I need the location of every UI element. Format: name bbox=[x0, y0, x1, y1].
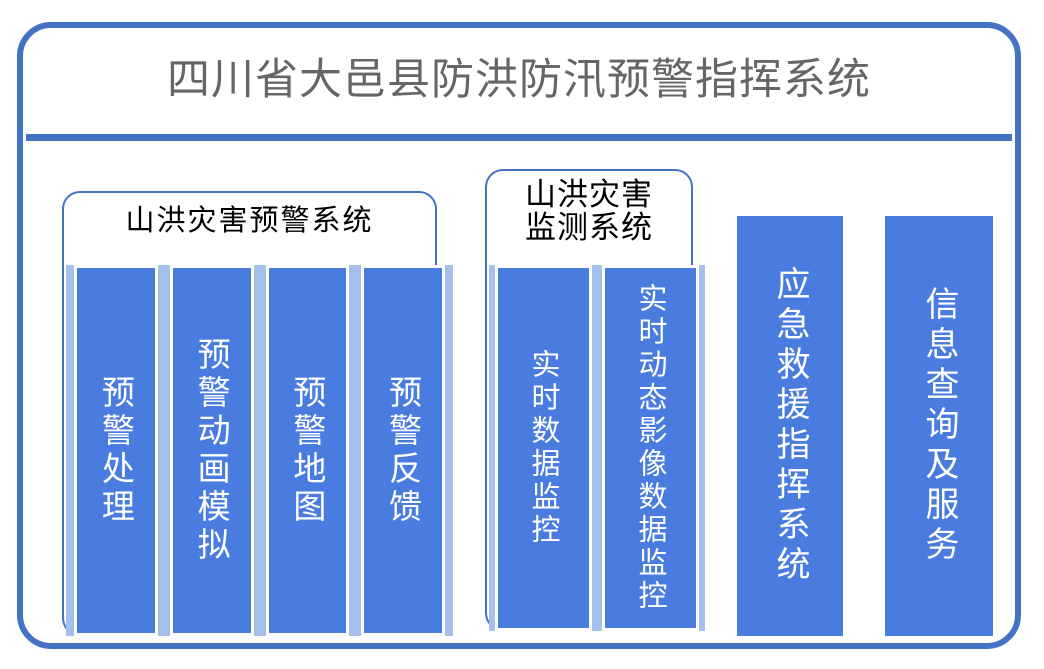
module-label: 预警动画模拟 bbox=[192, 336, 232, 565]
module-warning-feedback[interactable]: 预警反馈 bbox=[361, 265, 445, 636]
panel-monitoring-system[interactable]: 山洪灾害 监测系统 实时数据监控 实时动态影像数据监控 bbox=[485, 169, 705, 631]
module-realtime-data-monitoring[interactable]: 实时数据监控 bbox=[495, 265, 592, 631]
panel-monitoring-system-title-line1: 山洪灾害 bbox=[525, 177, 653, 213]
panel-monitoring-system-title: 山洪灾害 监测系统 bbox=[487, 177, 691, 247]
page-title: 四川省大邑县防洪防汛预警指挥系统 bbox=[167, 54, 871, 105]
module-label: 实时数据监控 bbox=[527, 349, 561, 547]
panel-warning-system[interactable]: 山洪灾害预警系统 预警处理 预警动画模拟 预警地图 预警反馈 bbox=[62, 191, 453, 636]
module-label: 预警处理 bbox=[96, 374, 136, 527]
module-warning-processing[interactable]: 预警处理 bbox=[74, 265, 158, 636]
module-label: 预警反馈 bbox=[383, 374, 423, 527]
module-label: 实时动态影像数据监控 bbox=[634, 283, 668, 613]
panel-monitoring-system-tray: 实时数据监控 实时动态影像数据监控 bbox=[489, 265, 705, 631]
module-label: 应急救援指挥系统 bbox=[770, 266, 810, 586]
module-warning-map[interactable]: 预警地图 bbox=[265, 265, 350, 636]
panel-monitoring-system-title-line2: 监测系统 bbox=[525, 210, 653, 247]
module-label: 预警地图 bbox=[287, 374, 327, 527]
module-warning-animation-simulation[interactable]: 预警动画模拟 bbox=[169, 265, 254, 636]
diagram-board: 山洪灾害预警系统 预警处理 预警动画模拟 预警地图 预警反馈 山洪灾害 bbox=[23, 141, 1015, 643]
module-emergency-rescue-command-system[interactable]: 应急救援指挥系统 bbox=[737, 216, 843, 636]
module-realtime-dynamic-image-data-monitoring[interactable]: 实时动态影像数据监控 bbox=[602, 265, 699, 631]
system-frame: 四川省大邑县防洪防汛预警指挥系统 山洪灾害预警系统 预警处理 预警动画模拟 预警… bbox=[17, 22, 1021, 649]
title-divider bbox=[26, 134, 1012, 141]
title-band: 四川省大邑县防洪防汛预警指挥系统 bbox=[23, 28, 1015, 132]
panel-warning-system-title: 山洪灾害预警系统 bbox=[125, 203, 374, 237]
panel-warning-system-tray: 预警处理 预警动画模拟 预警地图 预警反馈 bbox=[66, 265, 453, 636]
module-label: 信息查询及服务 bbox=[919, 286, 959, 566]
module-information-query-and-service[interactable]: 信息查询及服务 bbox=[885, 216, 993, 636]
